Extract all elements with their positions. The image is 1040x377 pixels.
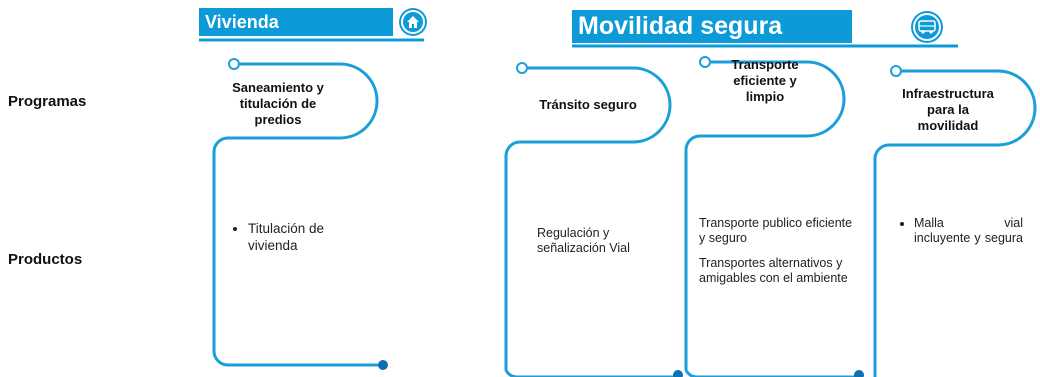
start-node bbox=[516, 62, 528, 74]
end-node bbox=[854, 370, 864, 377]
product-list-saneamiento: Titulación de vivienda bbox=[232, 220, 352, 254]
house-icon bbox=[401, 10, 425, 34]
start-node bbox=[699, 56, 711, 68]
product-list-infraestructura: Malla vial incluyente y segura bbox=[898, 216, 1023, 246]
row-label-productos: Productos bbox=[8, 251, 83, 268]
end-node bbox=[673, 370, 683, 377]
product-item: Transportes alternativos y amigables con… bbox=[699, 256, 848, 285]
banner-movilidad: Movilidad segura bbox=[572, 10, 852, 43]
product-list-transito: Regulación y señalización Vial bbox=[537, 226, 662, 266]
start-node bbox=[228, 58, 240, 70]
program-title-saneamiento: Saneamiento y titulación de predios bbox=[232, 80, 324, 127]
program-title-transporte: Transporte eficiente y limpio bbox=[731, 57, 799, 104]
end-node bbox=[378, 360, 388, 370]
bus-icon bbox=[913, 13, 941, 41]
product-list-transporte: Transporte publico eficiente y seguro Tr… bbox=[699, 216, 861, 296]
card-outline-transporte bbox=[684, 60, 856, 377]
row-label-programas: Programas bbox=[8, 93, 87, 110]
card-outline-infraestructura bbox=[873, 69, 1037, 377]
banner-movilidad-label: Movilidad segura bbox=[578, 12, 783, 40]
banner-vivienda: Vivienda bbox=[199, 8, 393, 36]
card-outline-saneamiento bbox=[212, 62, 382, 367]
product-item: Malla vial incluyente y segura bbox=[914, 216, 1023, 246]
program-title-transito: Tránsito seguro bbox=[539, 97, 637, 112]
card-outline-transito bbox=[504, 66, 674, 377]
banner-vivienda-label: Vivienda bbox=[205, 11, 279, 32]
product-item: Regulación y señalización Vial bbox=[537, 226, 630, 255]
product-item: Titulación de vivienda bbox=[248, 220, 352, 254]
product-item: Transporte publico eficiente y seguro bbox=[699, 216, 853, 245]
start-node bbox=[890, 65, 902, 77]
program-title-infraestructura: Infraestructura para la movilidad bbox=[902, 86, 994, 133]
